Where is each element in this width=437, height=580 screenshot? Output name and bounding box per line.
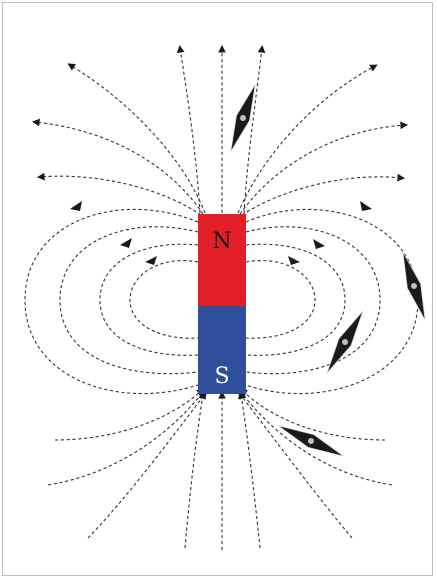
field-line <box>40 176 201 215</box>
arrow-marker <box>70 201 82 211</box>
north-pole-label: N <box>212 229 231 254</box>
field-line <box>242 177 402 215</box>
field-line <box>180 48 200 213</box>
compass-needle-icon <box>396 250 432 323</box>
arrow-marker <box>288 256 300 265</box>
field-line <box>35 122 203 214</box>
north-field-lines <box>35 48 405 215</box>
compass-needle-icon <box>275 419 346 462</box>
field-line <box>244 48 262 213</box>
arrow-marker <box>360 201 372 211</box>
bar-magnet: N S <box>198 214 246 394</box>
field-line <box>242 390 385 440</box>
arrow-marker <box>145 256 157 265</box>
arrow-marker <box>313 239 325 249</box>
south-pole-label: S <box>214 364 229 389</box>
field-line <box>246 227 380 374</box>
field-line <box>25 209 198 393</box>
field-line <box>246 261 315 339</box>
south-field-lines <box>48 390 392 550</box>
compass-needle-icon <box>321 307 369 376</box>
field-line <box>60 227 198 374</box>
magnet-north-pole <box>198 214 246 306</box>
arrow-marker <box>120 238 132 248</box>
compass-needles <box>224 82 432 463</box>
compass-needle-icon <box>224 82 262 154</box>
field-line <box>55 390 202 440</box>
field-line <box>130 261 198 339</box>
field-line <box>48 392 203 485</box>
field-line <box>240 125 405 214</box>
